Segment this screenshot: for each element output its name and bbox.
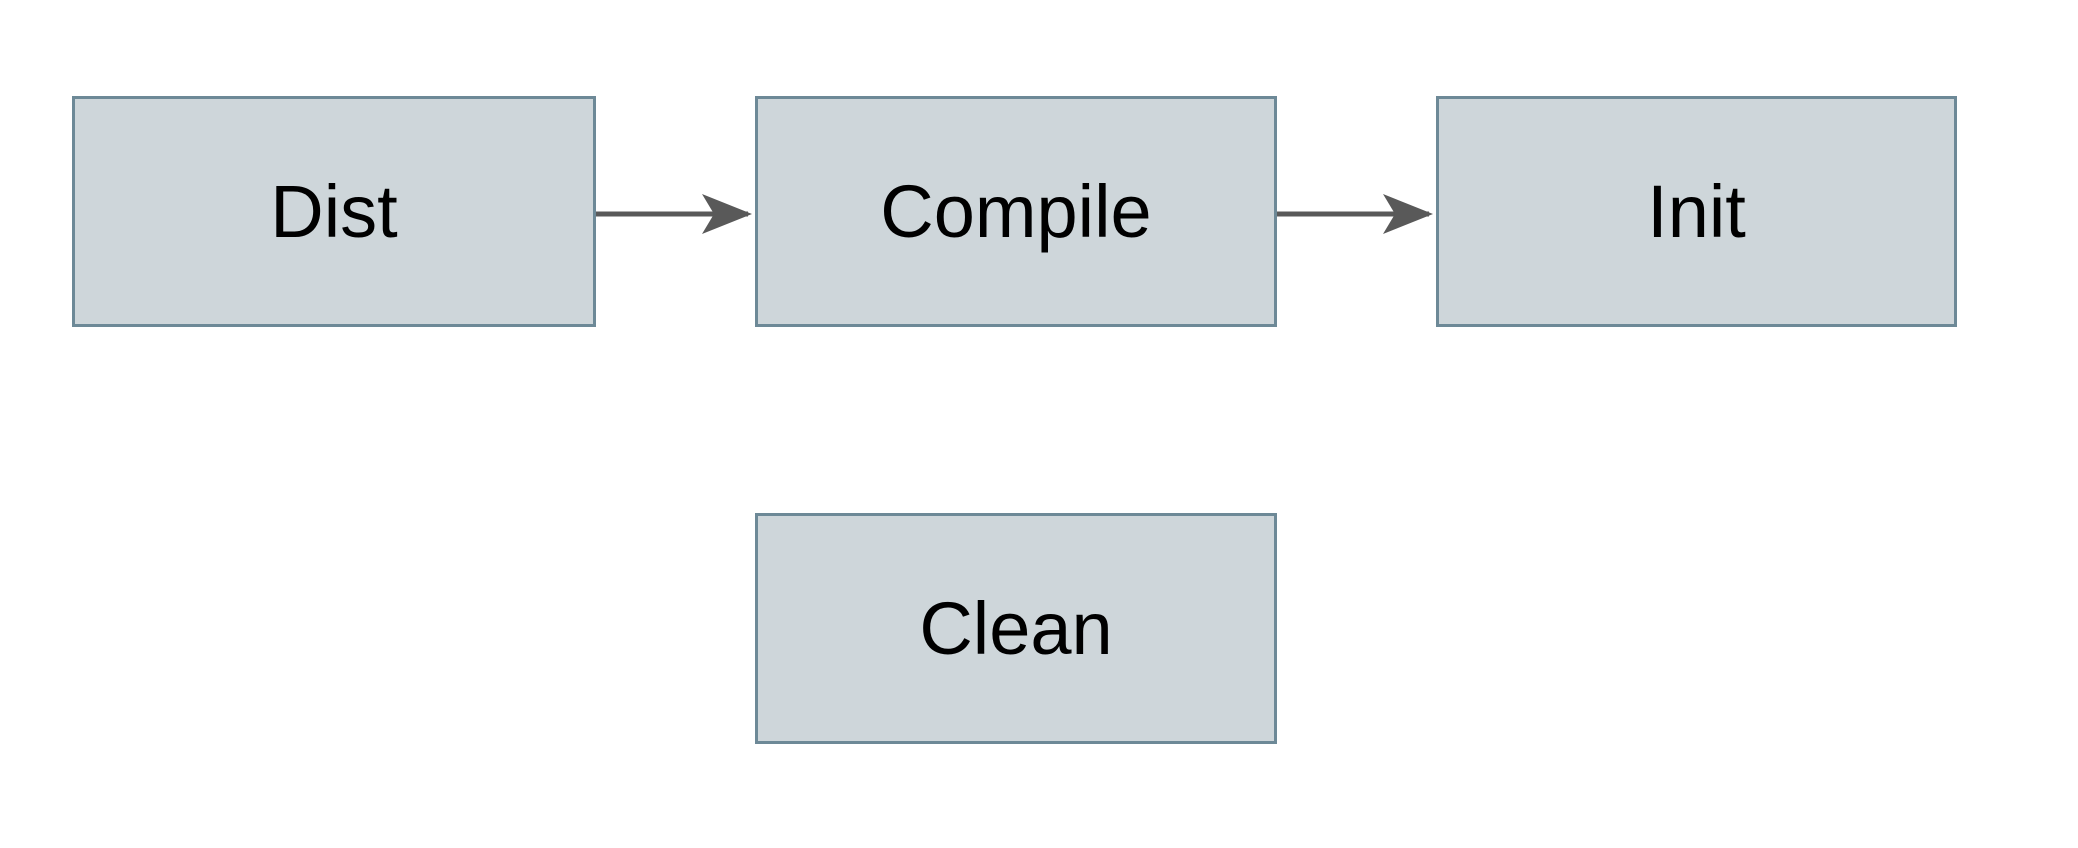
node-clean-label: Clean (919, 586, 1113, 670)
node-init-label: Init (1647, 169, 1746, 253)
node-dist[interactable]: Dist (72, 96, 596, 327)
node-init[interactable]: Init (1436, 96, 1957, 327)
node-compile[interactable]: Compile (755, 96, 1277, 327)
node-dist-label: Dist (270, 169, 398, 253)
node-clean[interactable]: Clean (755, 513, 1277, 744)
node-compile-label: Compile (880, 169, 1152, 253)
